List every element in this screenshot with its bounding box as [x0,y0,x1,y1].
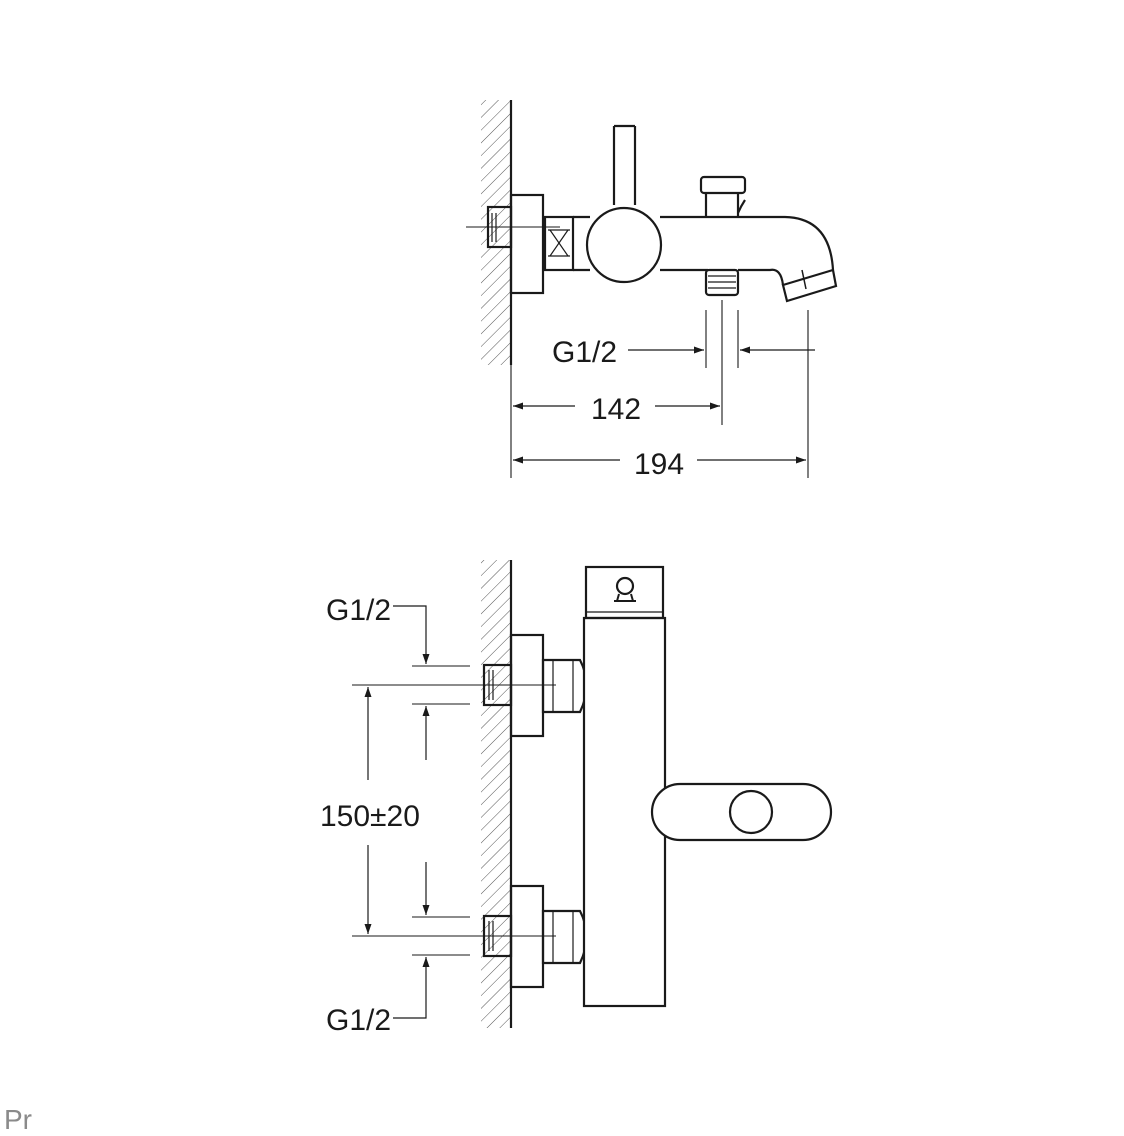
label-thread-upper: G1/2 [326,594,391,627]
connector-top [543,215,575,272]
mixer-knob-top [585,206,663,284]
extension-lines-top [510,300,809,478]
shower-outlet-top [704,268,740,297]
diverter-top [699,175,747,217]
wall-front [481,560,513,1028]
label-dim-142: 142 [591,393,641,426]
footer-cut-text: Pr [4,1104,32,1135]
centerlines-front [352,665,556,956]
label-thread-top: G1/2 [552,336,617,369]
body-top [573,215,700,272]
wall-rosette-top [509,193,545,295]
shower-symbol-icon [615,576,635,596]
spout-nozzle-top [781,268,838,303]
label-thread-lower: G1/2 [326,1004,391,1037]
front-view [352,560,833,1028]
top-view [466,100,838,478]
lever-handle-front [650,782,833,842]
top-cap-front [584,565,665,620]
dim-thread-lower [393,862,430,1019]
lever-stem-top [612,124,637,205]
dim-thread-upper [393,605,430,760]
label-center-distance: 150±20 [320,800,420,833]
label-dim-194: 194 [634,448,684,481]
spout-top [700,215,835,286]
